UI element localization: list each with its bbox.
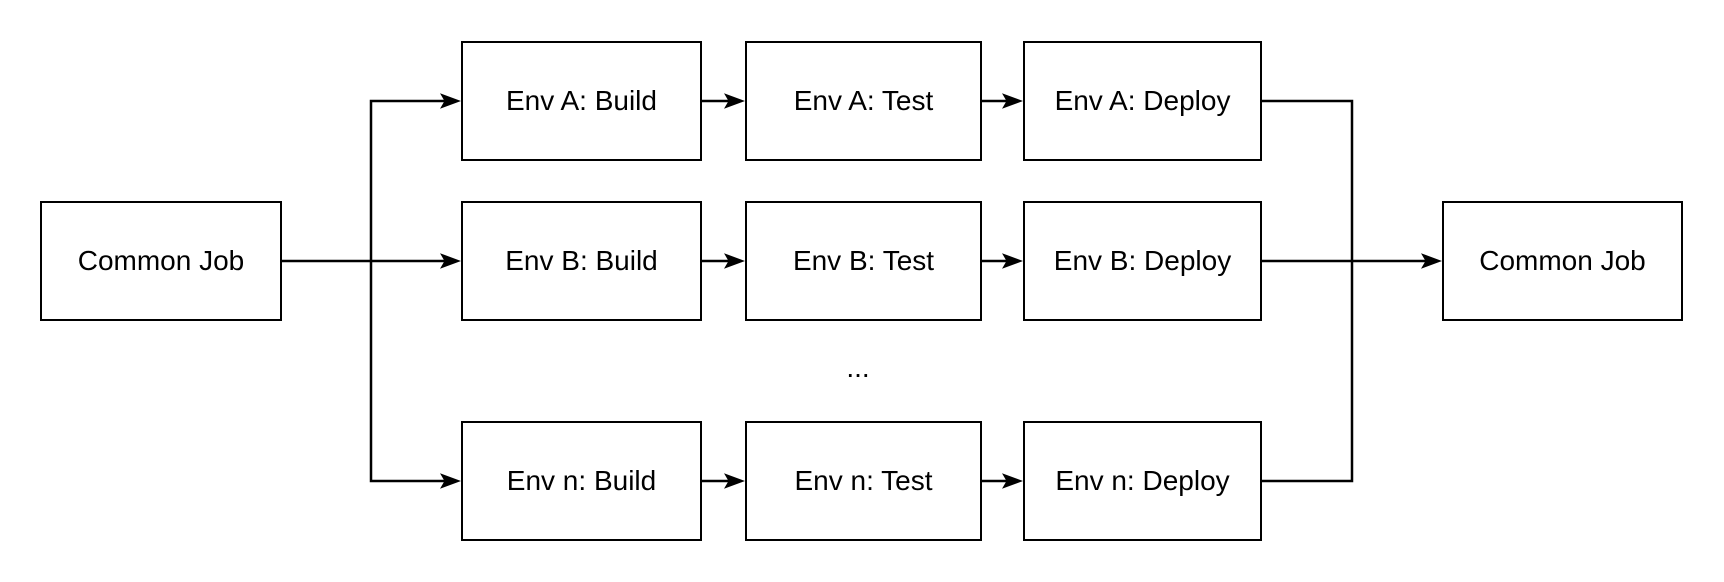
node-env-b-deploy: Env B: Deploy bbox=[1023, 201, 1262, 321]
node-label: Env B: Build bbox=[505, 245, 658, 277]
arrowhead-env-a-build bbox=[440, 93, 461, 109]
edge-start-branch-down-to-env-n-build bbox=[369, 261, 445, 483]
node-env-a-build: Env A: Build bbox=[461, 41, 702, 161]
node-env-a-deploy: Env A: Deploy bbox=[1023, 41, 1262, 161]
node-env-b-test: Env B: Test bbox=[745, 201, 982, 321]
node-env-n-deploy: Env n: Deploy bbox=[1023, 421, 1262, 541]
node-label: Env A: Build bbox=[506, 85, 657, 117]
arrowhead-env-n-build bbox=[440, 473, 461, 489]
node-env-b-build: Env B: Build bbox=[461, 201, 702, 321]
node-label: Common Job bbox=[1479, 245, 1646, 277]
arrowhead-env-b-deploy bbox=[1002, 253, 1023, 269]
arrowhead-env-b-test bbox=[724, 253, 745, 269]
edge-start-branch-up-to-env-a-build bbox=[369, 99, 445, 261]
node-label: Env B: Test bbox=[792, 245, 935, 277]
rows-ellipsis: ... bbox=[846, 352, 870, 383]
node-env-n-build: Env n: Build bbox=[461, 421, 702, 541]
node-label: Env n: Test bbox=[794, 465, 933, 497]
arrowhead-env-b-build bbox=[440, 253, 461, 269]
node-common-job-end: Common Job bbox=[1442, 201, 1683, 321]
node-label: Env A: Test bbox=[793, 85, 934, 117]
node-env-n-test: Env n: Test bbox=[745, 421, 982, 541]
node-env-a-test: Env A: Test bbox=[745, 41, 982, 161]
node-label: Common Job bbox=[77, 245, 245, 277]
arrowhead-common-job-end bbox=[1421, 253, 1442, 269]
arrowhead-env-n-test bbox=[724, 473, 745, 489]
arrowhead-env-a-deploy bbox=[1002, 93, 1023, 109]
node-common-job-start: Common Job bbox=[40, 201, 282, 321]
node-label: Env B: Deploy bbox=[1053, 245, 1232, 277]
node-label: Env A: Deploy bbox=[1054, 85, 1231, 117]
arrowhead-env-a-test bbox=[724, 93, 745, 109]
arrowhead-env-n-deploy bbox=[1002, 473, 1023, 489]
node-label: Env n: Deploy bbox=[1055, 465, 1230, 497]
edge-env-a-deploy-merge-down bbox=[1262, 99, 1354, 483]
node-label: Env n: Build bbox=[506, 465, 657, 497]
